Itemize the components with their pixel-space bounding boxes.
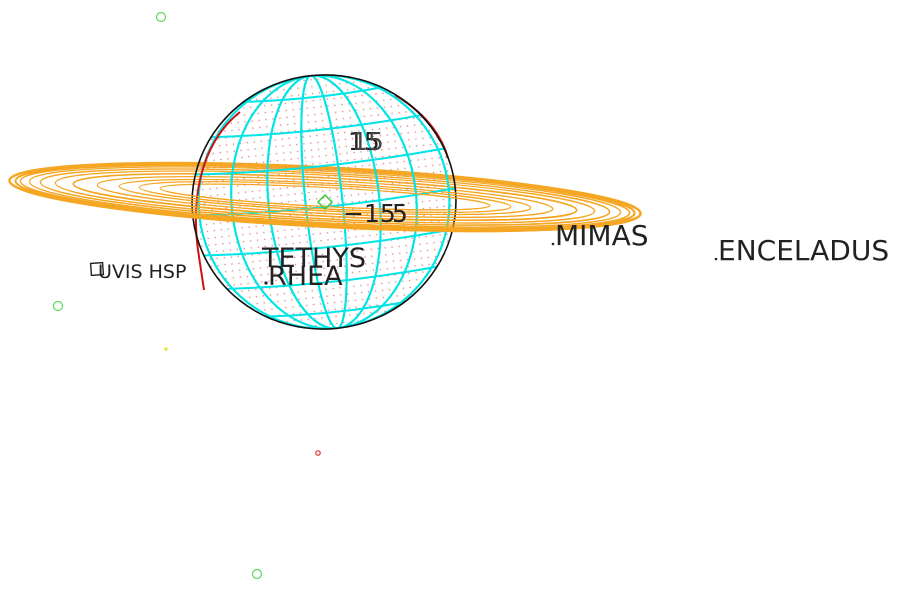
ring-front-7 (96, 192, 554, 218)
instrument-label[interactable]: UVIS HSP (98, 261, 186, 283)
moon-label-rhea[interactable]: RHEA (268, 261, 343, 292)
moon-label-enceladus[interactable]: ENCELADUS (718, 234, 889, 267)
ring-front-8 (118, 192, 532, 216)
planet-disc-fill (192, 74, 456, 330)
latitude-label-north: 15 (348, 127, 380, 156)
latitude-label-north-ghost: 15 (352, 127, 384, 156)
parallel-line-6 (266, 301, 405, 318)
ring-front-0 (8, 192, 642, 233)
moon-marker-green-top (155, 11, 167, 23)
parallel-line-1 (210, 114, 422, 139)
ring-front-1 (14, 192, 636, 231)
diamond-boresight-icon (316, 193, 334, 211)
parallel-line-4 (203, 228, 453, 257)
parallel-line-2 (195, 147, 445, 176)
moon-marker-green-bottom (251, 568, 263, 580)
ring-front-3 (28, 192, 622, 228)
terminator-line (194, 111, 241, 291)
moon-marker-red (315, 450, 321, 456)
rhea-marker (264, 281, 268, 285)
latitude-label-south-overlap: 5 (392, 199, 408, 228)
parallel-line-0 (243, 86, 383, 103)
moon-marker-yellow (164, 347, 168, 351)
parallel-line-5 (226, 265, 438, 290)
moon-label-tethys[interactable]: TETHYS (261, 243, 366, 274)
ring-front-6 (72, 192, 578, 222)
latitude-label-south: −15 (343, 199, 396, 228)
saturn-rings-front (8, 192, 642, 233)
ring-front-10 (159, 192, 491, 211)
ring-front-2 (19, 192, 631, 230)
moon-label-mimas[interactable]: MIMAS (555, 219, 649, 252)
mimas-marker (551, 242, 555, 246)
ring-front-4 (39, 192, 611, 226)
moon-marker-green-left (52, 300, 64, 312)
enceladus-marker (714, 257, 718, 261)
ring-front-5 (54, 192, 596, 224)
square-fov-icon (89, 261, 105, 277)
